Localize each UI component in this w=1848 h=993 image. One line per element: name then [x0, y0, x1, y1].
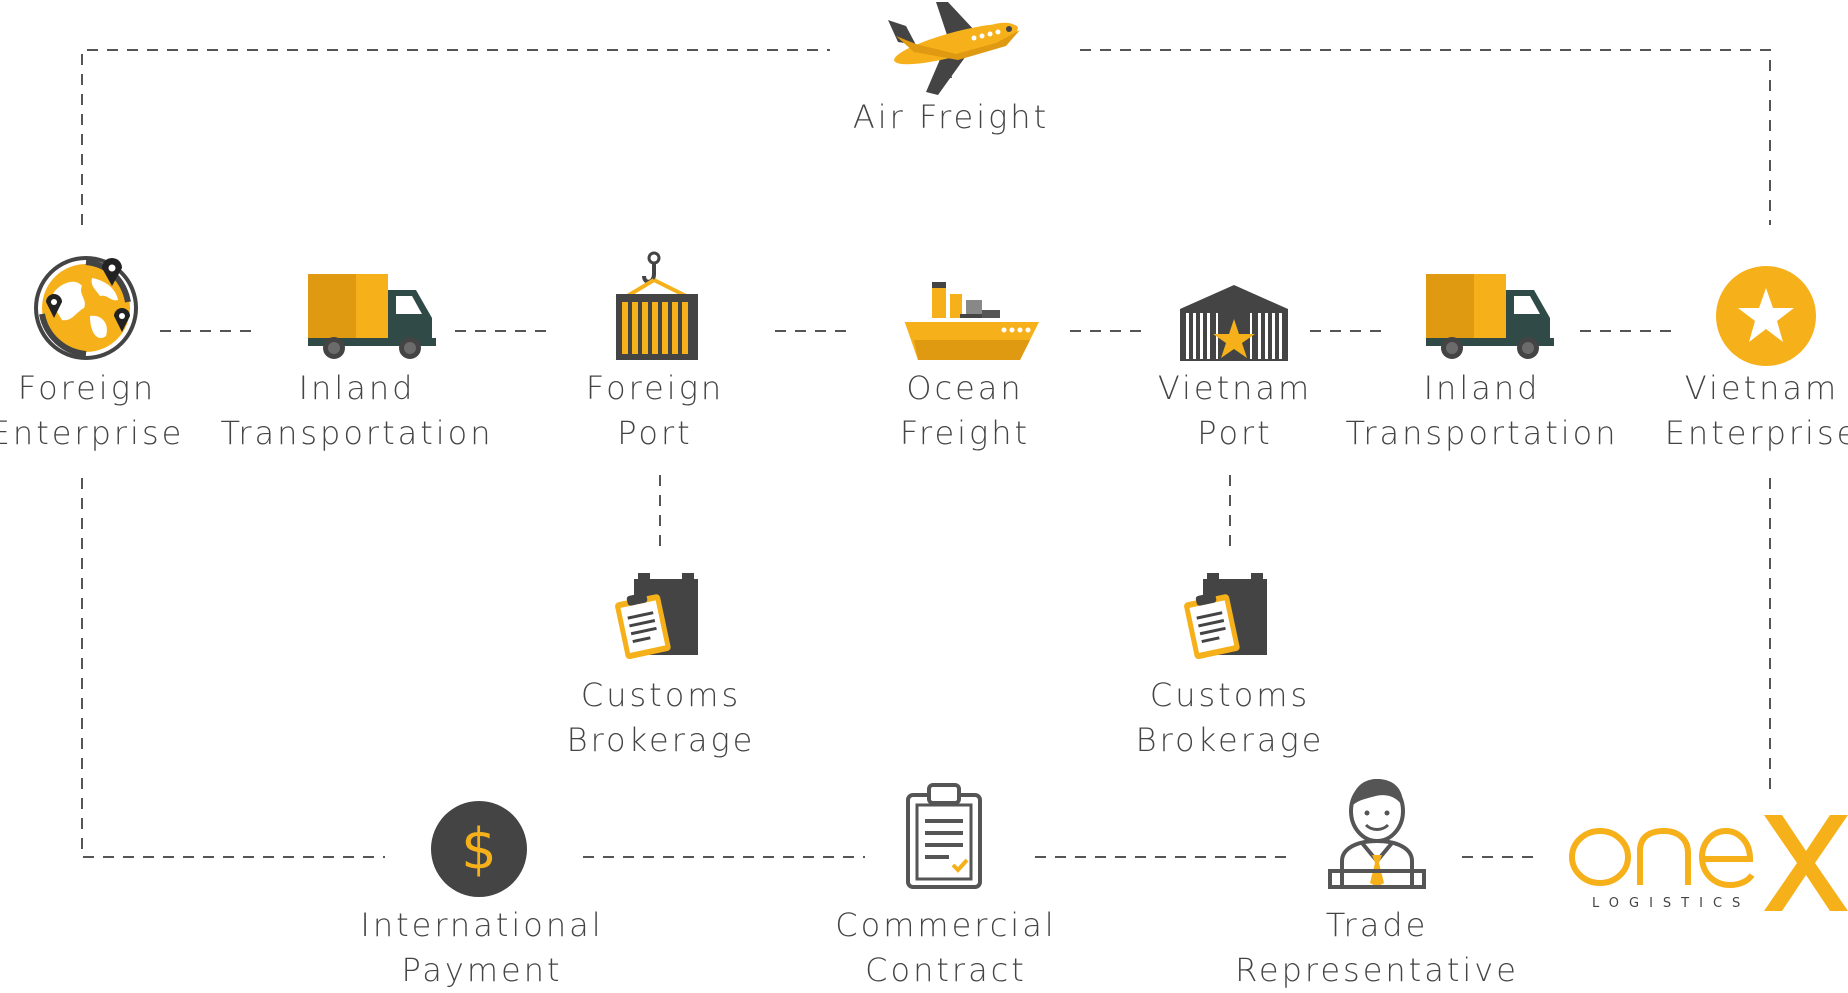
foreign-enterprise-label: Foreign Enterprise — [0, 366, 184, 456]
inland-transport-2-line2: Transportation — [1345, 414, 1619, 452]
commercial-contract-line1: Commercial — [835, 906, 1057, 944]
truck-icon — [1426, 274, 1554, 359]
inland-transport-2-line1: Inland — [1423, 369, 1541, 407]
truck-icon — [308, 274, 436, 359]
commercial-contract-label: Commercial Contract — [835, 903, 1056, 993]
customs-brokerage-1-line2: Brokerage — [566, 721, 756, 759]
inland-transport-1-line2: Transportation — [220, 414, 494, 452]
svg-text:$: $ — [461, 817, 497, 882]
onex-logistics-logo: LOGISTICS — [1569, 815, 1848, 911]
inland-transport-1-line1: Inland — [298, 369, 416, 407]
foreign-port-label: Foreign Port — [586, 366, 724, 456]
finance-route-left — [81, 478, 385, 858]
globe-pins-icon — [34, 256, 138, 360]
vietnam-port-line2: Port — [1197, 414, 1273, 452]
contract-clipboard-icon — [906, 783, 982, 889]
foreign-enterprise-line2: Enterprise — [0, 414, 185, 452]
ocean-freight-line1: Ocean — [906, 369, 1024, 407]
customs-brokerage-2-label: Customs Brokerage — [1136, 673, 1325, 763]
customs-brokerage-1-label: Customs Brokerage — [567, 673, 756, 763]
svg-text:LOGISTICS: LOGISTICS — [1592, 896, 1750, 911]
person-tie-icon — [1328, 779, 1426, 889]
warehouse-star-icon — [1180, 285, 1288, 361]
customs-brokerage-2-line1: Customs — [1149, 676, 1311, 714]
international-payment-line2: Payment — [401, 951, 563, 989]
star-circle-icon — [1716, 266, 1816, 366]
vietnam-port-line1: Vietnam — [1157, 369, 1313, 407]
inland-transport-1-label: Inland Transportation — [220, 366, 493, 456]
international-payment-line1: International — [360, 906, 604, 944]
commercial-contract-line2: Contract — [865, 951, 1027, 989]
customs-brokerage-2-line2: Brokerage — [1135, 721, 1325, 759]
air-freight-label: Air Freight — [852, 98, 1050, 136]
customs-brokerage-1-line1: Customs — [580, 676, 742, 714]
vietnam-enterprise-line1: Vietnam — [1684, 369, 1840, 407]
dollar-circle-icon: $ — [431, 801, 527, 897]
foreign-port-line2: Port — [617, 414, 693, 452]
air-route-right — [1080, 49, 1771, 225]
vietnam-enterprise-label: Vietnam Enterprise — [1665, 366, 1848, 456]
international-payment-label: International Payment — [360, 903, 603, 993]
vietnam-port-label: Vietnam Port — [1158, 366, 1312, 456]
foreign-port-line1: Foreign — [585, 369, 725, 407]
inland-transport-2-label: Inland Transportation — [1345, 366, 1618, 456]
trade-representative-line1: Trade — [1325, 906, 1429, 944]
trade-representative-label: Trade Representative — [1235, 903, 1519, 993]
cargo-ship-icon — [904, 282, 1040, 360]
ocean-freight-line2: Freight — [899, 414, 1031, 452]
clipboard-box-icon — [615, 573, 698, 660]
container-crane-icon — [616, 251, 698, 360]
trade-representative-line2: Representative — [1235, 951, 1519, 989]
foreign-enterprise-line1: Foreign — [17, 369, 157, 407]
ocean-freight-label: Ocean Freight — [900, 366, 1030, 456]
clipboard-box-icon — [1184, 573, 1267, 660]
vietnam-enterprise-line2: Enterprise — [1664, 414, 1848, 452]
air-route-left — [81, 49, 830, 225]
airplane-icon — [888, 2, 1020, 95]
